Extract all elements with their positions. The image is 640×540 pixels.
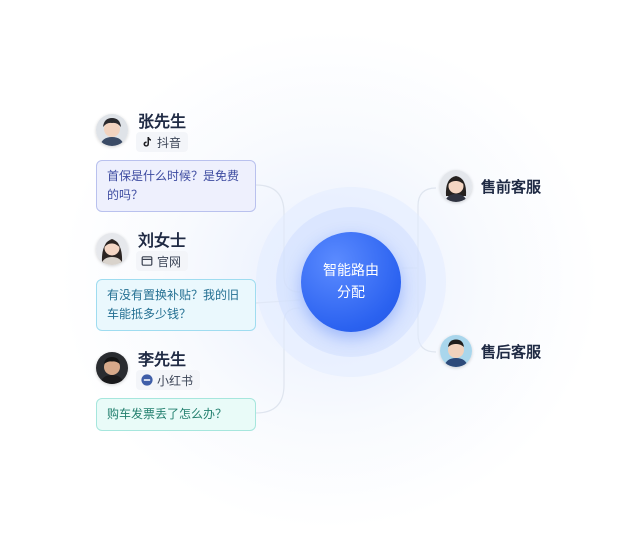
- agent-node: 售后客服: [440, 335, 610, 369]
- agent-label: 售后客服: [481, 343, 542, 361]
- routing-hub: 智能路由分配: [301, 232, 401, 332]
- customer-name: 刘女士: [138, 231, 187, 250]
- source-badge: 小红书: [136, 370, 201, 390]
- xiaohongshu-icon: [141, 374, 153, 386]
- source-label: 抖音: [157, 135, 182, 150]
- source-badge: 官网: [136, 251, 189, 271]
- agent-label: 售前客服: [481, 178, 542, 196]
- browser-window-icon: [141, 255, 153, 267]
- customer-name: 张先生: [138, 112, 187, 131]
- avatar: [96, 352, 128, 384]
- avatar: [440, 335, 472, 367]
- avatar: [96, 114, 128, 146]
- customer-message: 首保是什么时候？是免费的吗？: [96, 160, 256, 212]
- customer-name: 李先生: [138, 350, 187, 369]
- customer-message: 购车发票丢了怎么办？: [96, 398, 256, 431]
- source-label: 官网: [157, 254, 182, 269]
- source-label: 小红书: [157, 373, 194, 388]
- customer-message: 有没有置换补贴？我的旧车能抵多少钱？: [96, 279, 256, 331]
- douyin-icon: [141, 136, 153, 148]
- connector-agent-1: [402, 187, 437, 269]
- avatar: [96, 233, 128, 265]
- source-badge: 抖音: [136, 132, 189, 152]
- avatar: [440, 170, 472, 202]
- hub-label: 智能路由分配: [323, 263, 379, 301]
- agent-node: 售前客服: [440, 170, 610, 204]
